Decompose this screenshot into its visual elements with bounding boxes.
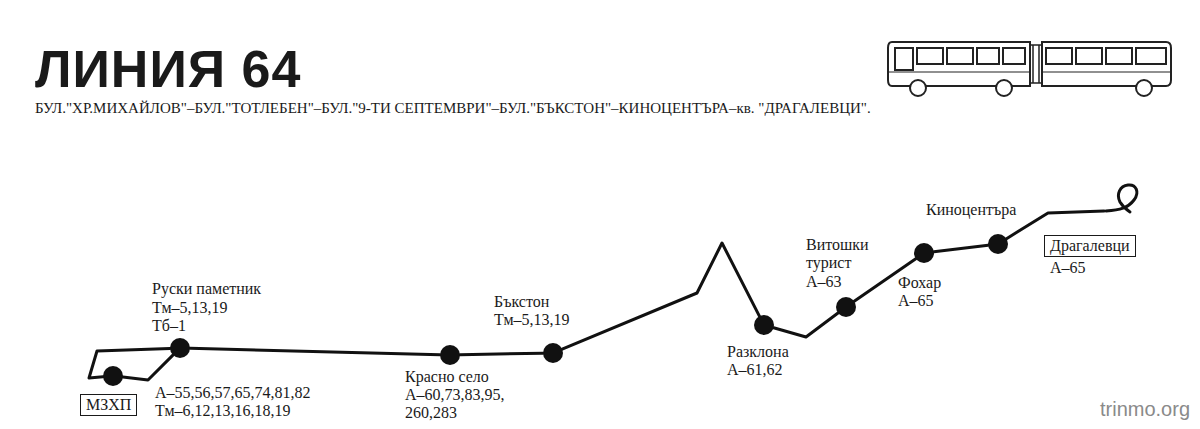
bus-window (1046, 48, 1072, 64)
stop-name: Красно село (405, 368, 489, 386)
stop-dot: ФохарА–65 (914, 243, 934, 263)
bus-wheel (996, 80, 1012, 96)
terminal-loop (1106, 185, 1137, 212)
bus-window (977, 48, 999, 64)
stop-dot: РазклонаА–61,62 (754, 315, 774, 335)
bus-window (917, 48, 943, 64)
route-segment (934, 245, 988, 252)
route-segment (774, 313, 838, 337)
connecting-lines: Тм–5,13,19 Тб–1 (152, 299, 247, 335)
bus-front-body (888, 42, 1030, 86)
connecting-lines: А–60,73,83,95, 260,283 (405, 386, 517, 422)
stop-dot: Красно селоА–60,73,83,95, 260,283 (440, 345, 460, 365)
stop-name: Бъкстон (494, 293, 549, 311)
route-segment (562, 243, 759, 349)
stop-name: Руски паметник (152, 280, 261, 298)
stop-dot: Руски паметникТм–5,13,19 Тб–1 (170, 338, 190, 358)
connecting-lines: А–63 (806, 273, 842, 291)
stop-dot: МЗХПА–55,56,57,65,74,81,82 Тм–6,12,13,16… (103, 366, 123, 386)
route-segment (123, 355, 173, 380)
route-segment (89, 348, 170, 378)
connecting-lines: А–65 (1050, 259, 1086, 277)
stop-name: Витошки турист (806, 236, 886, 272)
stop-dot: Витошки туристА–63 (836, 297, 856, 317)
terminus-name: МЗХП (80, 394, 137, 416)
connecting-lines: А–55,56,57,65,74,81,82 Тм–6,12,13,16,18,… (155, 384, 327, 420)
map-title: ЛИНИЯ 64 (35, 40, 301, 98)
bus-joint (1030, 45, 1042, 83)
stop-name: Киноцентъра (926, 201, 1016, 219)
terminus-name: Драгалевци (1044, 235, 1136, 257)
route-terminus: ДрагалевциА–65 (1104, 209, 1108, 213)
bus-window (1076, 48, 1102, 64)
stop-dot: БъкстонТм–5,13,19 (543, 343, 563, 363)
route-description: БУЛ."ХР.МИХАЙЛОВ"–БУЛ."ТОТЛЕБЕН"–БУЛ."9-… (35, 99, 871, 117)
bus-rear-body (1042, 42, 1171, 86)
bus-wheel (1136, 80, 1152, 96)
stop-name: Фохар (898, 274, 941, 292)
bus-window (1003, 48, 1025, 64)
watermark: trinmo.org (1100, 397, 1190, 421)
stop-name: Разклона (727, 343, 789, 361)
bus-window (1136, 48, 1166, 64)
bus-stripe (1042, 71, 1171, 72)
bus-window (895, 48, 913, 70)
connecting-lines: А–61,62 (727, 361, 783, 379)
bus-window (947, 48, 973, 64)
route-segment (190, 348, 440, 354)
bus-illustration (888, 42, 1171, 96)
bus-window (1106, 48, 1132, 64)
bus-stripe (888, 71, 1030, 72)
bus-wheel (910, 80, 926, 96)
connecting-lines: А–65 (898, 292, 934, 310)
connecting-lines: Тм–5,13,19 (494, 311, 570, 329)
route-segment (460, 353, 543, 355)
stop-dot: Киноцентъра (988, 234, 1008, 254)
